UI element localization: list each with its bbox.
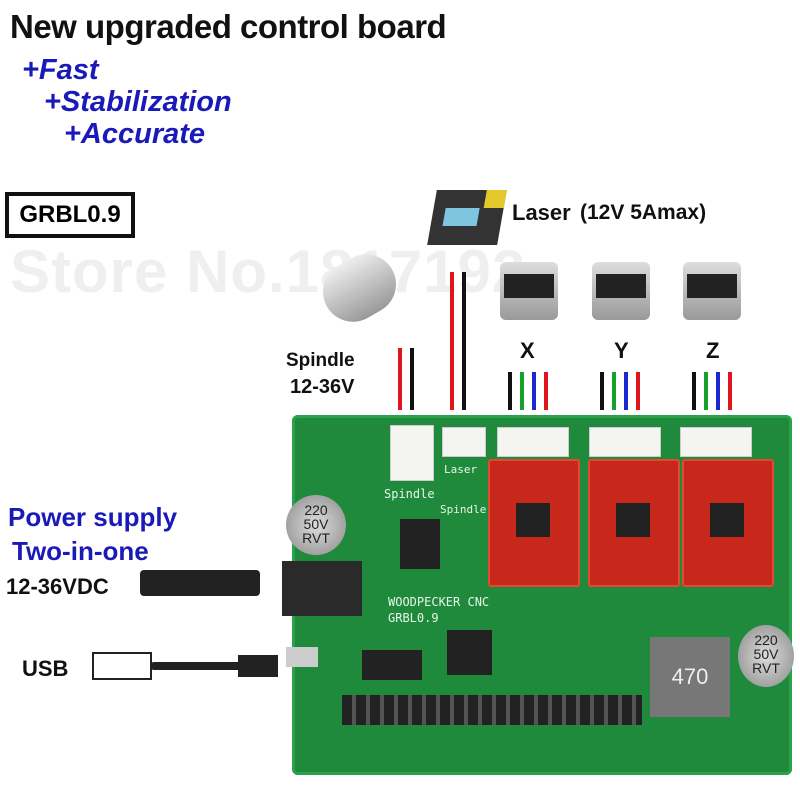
page-title: New upgraded control board [10, 8, 447, 45]
driver-x [488, 459, 580, 587]
x-connector [497, 427, 569, 457]
silk-laser-spindle: Spindle [440, 503, 487, 516]
laser-connector [442, 427, 486, 457]
feature-accurate: +Accurate [64, 118, 206, 150]
spindle-label: Spindle [286, 350, 355, 371]
z-connector [680, 427, 752, 457]
usb-label: USB [22, 656, 69, 681]
stepper-y-icon [592, 262, 650, 320]
silk-spindle: Spindle [384, 487, 435, 501]
spindle-wire-black [410, 348, 414, 410]
stepper-z-icon [683, 262, 741, 320]
y-connector [589, 427, 661, 457]
axis-x-label: X [520, 338, 535, 363]
spindle-voltage: 12-36V [290, 376, 355, 398]
axis-z-label: Z [706, 338, 720, 363]
usb-cable [150, 662, 250, 670]
mosfet-chip [400, 519, 440, 569]
stepper-x-icon [500, 262, 558, 320]
usb-plug-icon [92, 652, 152, 680]
spindle-connector [390, 425, 434, 481]
driver-y [588, 459, 680, 587]
watermark: Store No.1817192 [10, 238, 527, 305]
pin-header [342, 695, 642, 725]
usb-chip [362, 650, 422, 680]
feature-fast: +Fast [22, 54, 99, 86]
laser-wire-red [450, 272, 454, 410]
dc-plug-icon [140, 570, 260, 596]
mcu-chip [447, 630, 492, 675]
two-in-one-label: Two-in-one [12, 536, 149, 566]
laser-module-icon [427, 190, 507, 245]
laser-wire-black [462, 272, 466, 410]
silk-laser: Laser [444, 463, 478, 476]
spindle-wire-red [398, 348, 402, 410]
driver-z [682, 459, 774, 587]
feature-stabilization: +Stabilization [44, 86, 232, 118]
axis-y-label: Y [614, 338, 629, 363]
mini-usb-port[interactable] [286, 647, 318, 667]
laser-spec: (12V 5Amax) [580, 201, 707, 224]
laser-label: Laser [512, 200, 571, 225]
silk-brand: WOODPECKER CNC [388, 595, 490, 609]
grbl-badge: GRBL0.9 [5, 192, 135, 238]
mini-usb-plug-icon [238, 655, 278, 677]
dc-jack [282, 561, 362, 616]
power-supply-label: Power supply [8, 502, 178, 532]
silk-firmware: GRBL0.9 [388, 611, 439, 625]
inductor: 470 [650, 637, 730, 717]
power-voltage-label: 12-36VDC [6, 574, 109, 599]
